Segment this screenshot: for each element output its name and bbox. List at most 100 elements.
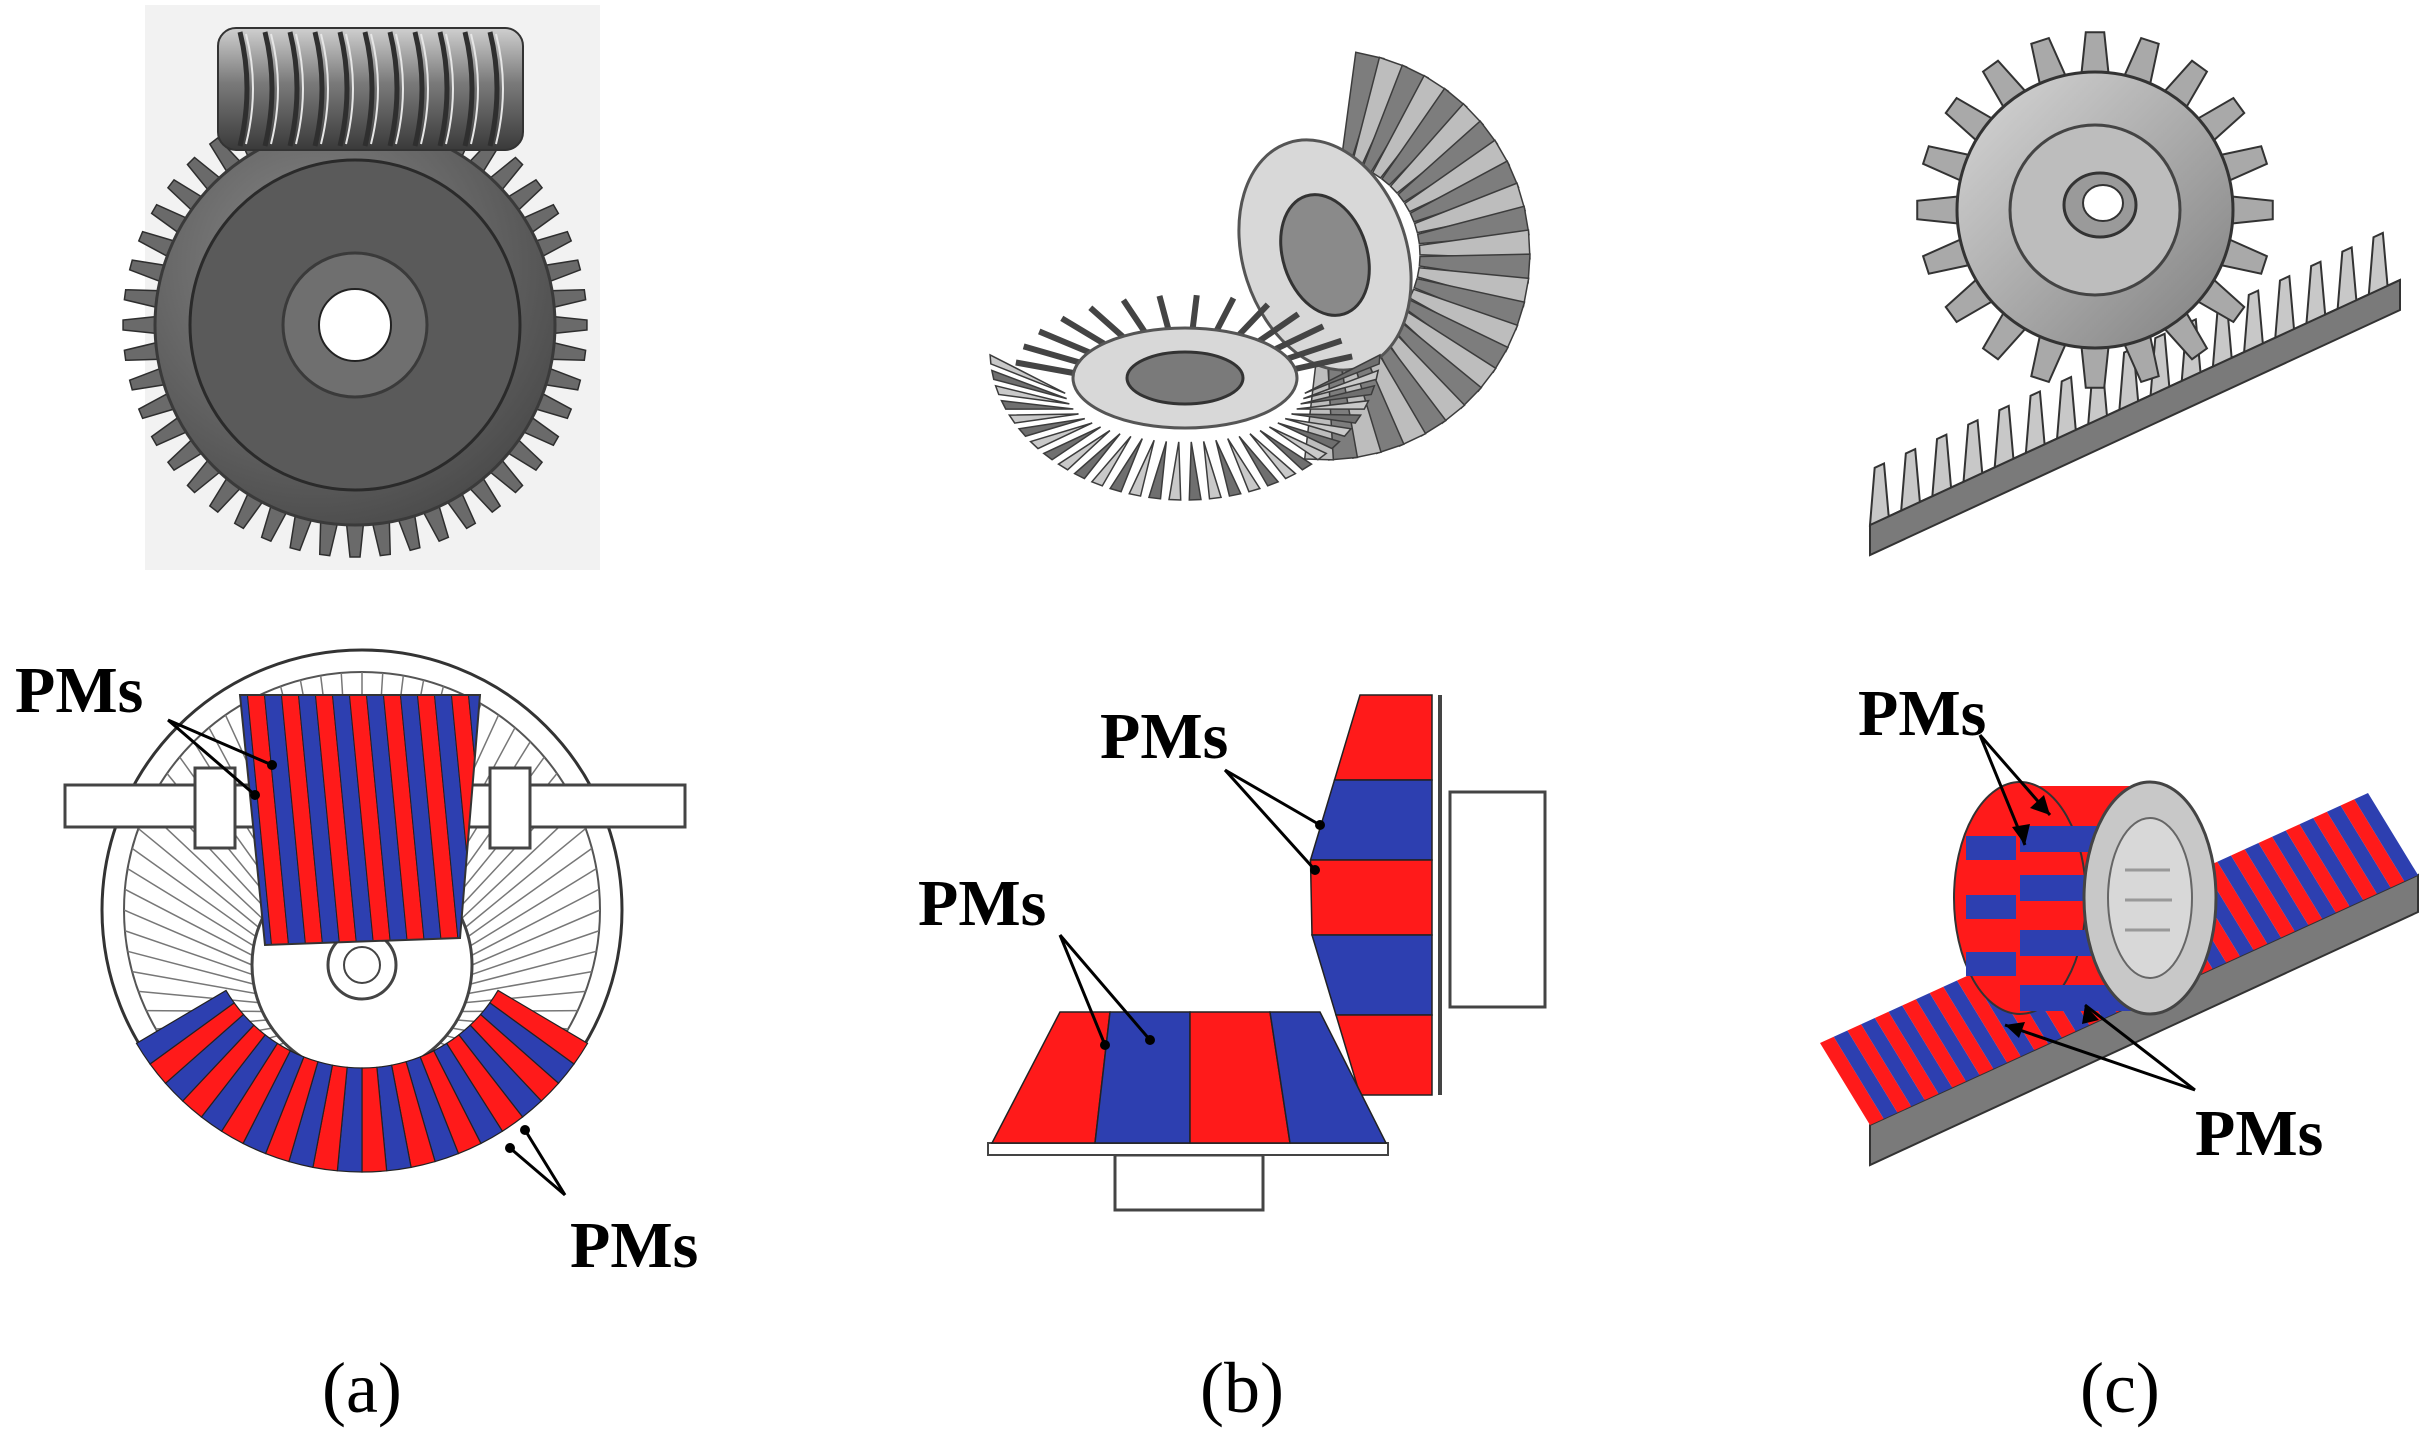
permanent-magnet-segment xyxy=(1861,1018,1925,1107)
gear-tooth xyxy=(552,315,588,335)
permanent-magnet-segment xyxy=(2299,818,2364,907)
bevel-tooth xyxy=(1128,439,1155,497)
worm-thread-highlight xyxy=(395,33,404,145)
bevel-tooth xyxy=(1259,429,1313,471)
worm-thread xyxy=(462,31,475,147)
wheel-spoke xyxy=(127,868,255,947)
worm-thread xyxy=(312,31,325,147)
permanent-magnet-segment xyxy=(314,695,358,945)
permanent-magnet-segment xyxy=(1888,1005,1953,1094)
pinion-tooth xyxy=(1916,195,1963,225)
permanent-magnet-segment xyxy=(1847,1024,1912,1113)
worm-thread xyxy=(387,31,400,147)
bevel-tooth xyxy=(1294,353,1353,372)
wheel-spoke xyxy=(137,828,260,928)
worm-thread xyxy=(337,31,350,147)
bevel-tooth xyxy=(1022,343,1080,366)
bevel-tooth xyxy=(1088,305,1125,339)
bevel-tooth xyxy=(1000,399,1074,410)
magnetic-bevel-gear xyxy=(987,694,1547,1212)
permanent-magnet-segment xyxy=(416,695,460,945)
bevel-tooth xyxy=(1284,417,1353,438)
bevel-tooth xyxy=(1227,438,1262,493)
bevel-tooth xyxy=(1060,315,1106,347)
wheel-spoke xyxy=(469,868,597,947)
worm-thread xyxy=(362,31,375,147)
permanent-magnet-segment xyxy=(1966,895,2016,919)
bevel-tooth xyxy=(1120,298,1147,334)
bevel-tooth xyxy=(1291,413,1363,424)
wheel-spoke xyxy=(471,930,600,976)
bevel-tooth xyxy=(1257,311,1300,344)
permanent-magnet-segment xyxy=(1309,859,1433,936)
pms-label-c-bottom: PMs xyxy=(2195,1097,2323,1170)
permanent-magnet-segment xyxy=(2354,793,2418,882)
permanent-magnet-segment xyxy=(2313,811,2377,900)
permanent-magnet-segment xyxy=(2203,861,2268,950)
wheel-spoke xyxy=(123,909,253,966)
bevel-tooth xyxy=(990,369,1067,400)
permanent-magnet-segment xyxy=(297,695,341,945)
pms-label-b-upper: PMs xyxy=(1100,700,1228,773)
worm-gear-photo xyxy=(122,5,600,570)
pms-label-a-top: PMs xyxy=(15,654,143,727)
bevel-tooth xyxy=(1017,417,1086,438)
worm-thread-highlight xyxy=(470,33,479,145)
bevel-tooth xyxy=(1007,413,1079,424)
worm-thread xyxy=(287,31,300,147)
bevel-tooth xyxy=(1057,429,1111,471)
worm-thread-highlight xyxy=(445,33,454,145)
permanent-magnet-segment xyxy=(263,695,307,945)
bevel-tooth xyxy=(994,384,1070,405)
permanent-magnet-segment xyxy=(365,695,409,945)
worm-thread xyxy=(412,31,425,147)
permanent-magnet-segment xyxy=(246,695,290,945)
bevel-tooth xyxy=(1108,438,1143,493)
wheel-spoke xyxy=(471,909,601,966)
worm-thread-highlight xyxy=(245,33,254,145)
gear-tooth xyxy=(345,522,365,558)
wheel-spoke xyxy=(131,970,256,995)
permanent-magnet-segment xyxy=(348,695,392,945)
bevel-tooth xyxy=(989,353,1066,394)
bevel-tooth xyxy=(1189,294,1200,329)
bevel-tooth xyxy=(1296,399,1370,410)
bevel-gear-photo xyxy=(989,51,1531,501)
worm-thread-highlight xyxy=(420,33,429,145)
wheel-spoke xyxy=(138,990,259,1004)
bevel-tooth xyxy=(1268,426,1328,461)
permanent-magnet-segment xyxy=(1820,1036,1884,1125)
permanent-magnet-segment xyxy=(1309,779,1433,861)
pinion-tooth xyxy=(2227,195,2274,225)
wheel-spoke xyxy=(467,847,593,938)
magnetic-rack-pinion xyxy=(1820,734,2419,1167)
permanent-magnet-segment xyxy=(2244,843,2309,932)
pinion-tooth xyxy=(2080,31,2110,78)
pms-label-a-bottom: PMs xyxy=(570,1209,698,1282)
bevel-tooth xyxy=(1188,441,1202,501)
bevel-tooth xyxy=(1168,441,1182,501)
wheel-spoke xyxy=(124,930,253,976)
permanent-magnet-segment xyxy=(2340,799,2405,888)
permanent-magnet-segment xyxy=(1269,1011,1388,1144)
caption-c: (c) xyxy=(2080,1348,2160,1428)
worm-thread xyxy=(237,31,250,147)
bevel-tooth xyxy=(1015,359,1075,376)
permanent-magnet-segment xyxy=(2258,836,2323,925)
caption-a: (a) xyxy=(322,1348,402,1428)
bevel-tooth xyxy=(1249,433,1297,480)
worm-thread xyxy=(437,31,450,147)
permanent-magnet-segment xyxy=(331,695,375,945)
bevel-tooth xyxy=(1029,422,1093,450)
worm-thread-highlight xyxy=(295,33,304,145)
bevel-tooth xyxy=(1274,323,1325,352)
bevel-tooth xyxy=(1214,296,1237,332)
bevel-tooth xyxy=(1090,435,1132,487)
permanent-magnet-segment xyxy=(1929,986,1994,1075)
bevel-tooth xyxy=(1287,337,1343,362)
wheel-spoke xyxy=(465,990,586,1004)
bevel-tooth xyxy=(1303,369,1380,400)
permanent-magnet-segment xyxy=(280,695,324,945)
wheel-spoke xyxy=(468,970,593,995)
